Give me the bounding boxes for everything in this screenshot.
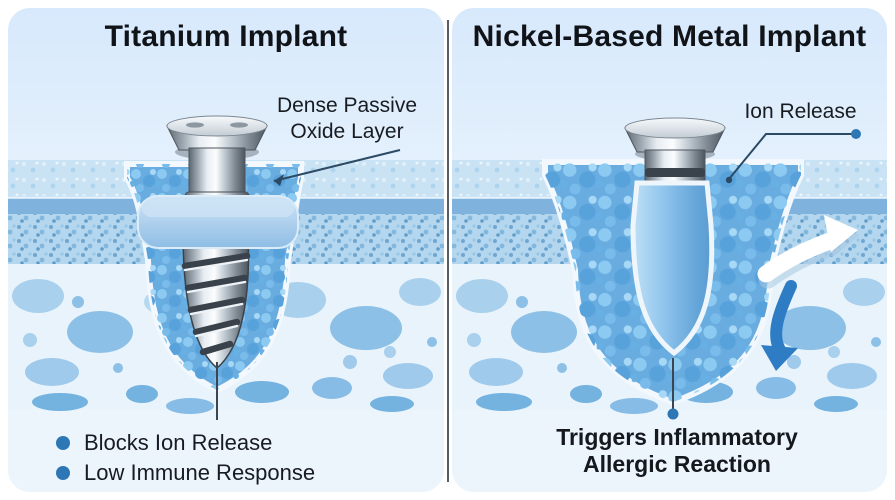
ion-release-arrow-icon bbox=[757, 215, 860, 289]
inflammation-arrow-icon bbox=[761, 280, 798, 371]
nickel-implant-illustration bbox=[624, 117, 726, 357]
left-leader-lines bbox=[216, 149, 401, 420]
right-leader-lines bbox=[667, 129, 861, 420]
passive-oxide-layer-collar bbox=[137, 195, 299, 249]
